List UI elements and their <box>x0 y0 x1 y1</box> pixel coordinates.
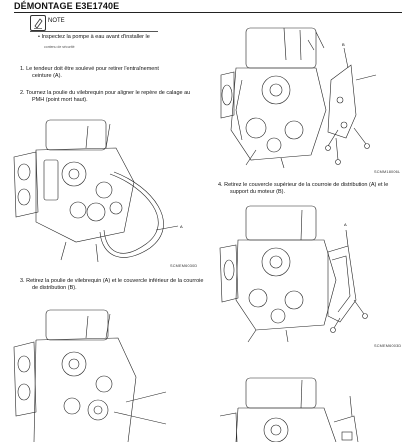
step-1: 1. Le tendeur doit être soulevé pour ret… <box>20 66 210 80</box>
note-label: NOTE <box>48 18 65 24</box>
label-a-mid: A <box>344 222 347 227</box>
engine-bracket-illustration: B <box>220 27 377 169</box>
page-title: DÉMONTAGE E3E1740E <box>14 1 120 11</box>
title-divider <box>14 12 402 13</box>
figure-caption-top-right: SCMM18006L <box>374 170 401 174</box>
step-3: 3. Retirez la poulie de vilebrequin (A) … <box>20 278 220 292</box>
label-a-left: A <box>180 224 183 229</box>
engine-timing-cover-illustration: A <box>219 205 368 343</box>
engine-mount-illustration <box>219 377 359 442</box>
step-1-line2: ceinture (A). <box>32 73 62 79</box>
step-4: 4. Retirez le couvercle supérieur de la … <box>218 182 414 196</box>
step-2: 2. Tournez la poulie du vilebrequin pour… <box>20 90 220 104</box>
step-3-line2: de distribution (B). <box>32 285 77 291</box>
note-divider <box>30 31 158 32</box>
label-b-top: B <box>342 42 345 47</box>
pencil-note-icon <box>30 15 46 31</box>
figure-caption-left: SCMEM6030D <box>170 264 198 268</box>
step-1-line1: 1. Le tendeur doit être soulevé pour ret… <box>20 66 159 72</box>
engine-belt-illustration: A <box>13 119 183 263</box>
figure-caption-mid-right: SCMEM6003D <box>374 344 402 348</box>
step-2-line2: PMH (point mort haut). <box>32 97 88 103</box>
step-2-line1: 2. Tournez la poulie du vilebrequin pour… <box>20 90 191 96</box>
step-4-line1: 4. Retirez le couvercle supérieur de la … <box>218 182 389 188</box>
step-4-line2: support du moteur (B). <box>230 189 286 195</box>
engine-crank-pulley-illustration <box>13 309 167 442</box>
step-3-line1: 3. Retirez la poulie de vilebrequin (A) … <box>20 278 204 284</box>
note-text: • Inspectez la pompe à eau avant d'insta… <box>38 34 150 40</box>
note-subtext: contenu de sécurité <box>44 45 75 49</box>
